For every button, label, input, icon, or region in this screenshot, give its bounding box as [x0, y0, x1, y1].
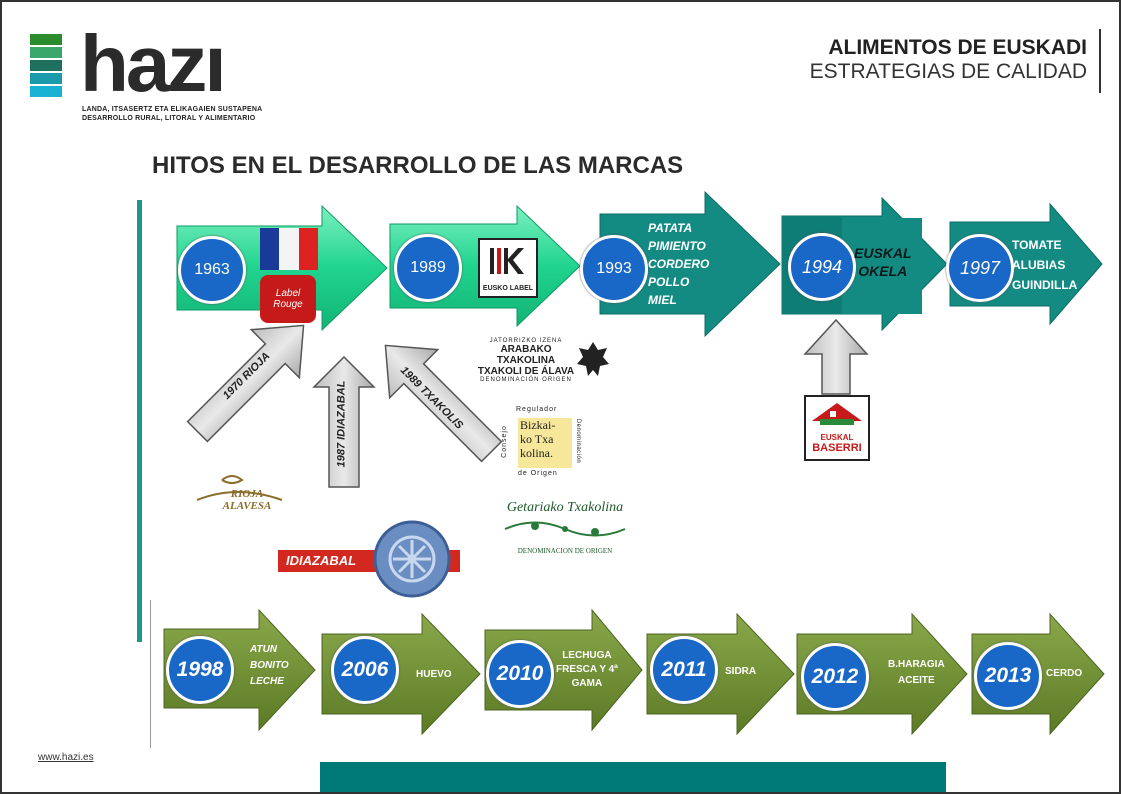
header-line-2: ESTRATEGIAS DE CALIDAD: [809, 60, 1087, 83]
year-circle: 2012: [801, 643, 869, 711]
farmhouse-icon: [812, 403, 862, 425]
product-label: HUEVO: [416, 669, 452, 680]
up-arrow-idiazabal: [312, 355, 376, 488]
footer-bar: [320, 762, 946, 792]
product-label: CORDERO: [648, 257, 710, 271]
araba-text-2: ARABAKO TXAKOLINA: [496, 344, 556, 366]
logo-stripe: [30, 34, 62, 45]
logo-subtitle-es: DESARROLLO RURAL, LITORAL Y ALIMENTARIO: [82, 115, 256, 122]
eusko-label-text: EUSKO LABEL: [482, 285, 534, 292]
eusko-label-logo: EUSKO LABEL: [478, 238, 538, 298]
product-label: GUINDILLA: [1012, 278, 1078, 292]
idiazabal-arrow-label: 1987 IDIAZABAL: [335, 380, 348, 468]
idiazabal-text: IDIAZABAL: [286, 553, 357, 568]
product-label: SIDRA: [725, 666, 757, 677]
arrow-1993: [599, 190, 781, 338]
product-label: TOMATE: [1012, 238, 1062, 252]
rioja-alavesa-icon: [196, 475, 283, 501]
product-label: CERDO: [1046, 668, 1083, 679]
logo-stripe: [30, 60, 62, 71]
rioja-alavesa-text: RIOJA ALAVESA: [222, 488, 272, 512]
product-label: OKELA: [858, 263, 908, 279]
timeline-vertical-line: [150, 600, 151, 748]
product-labels-2013: CERDO: [1046, 666, 1082, 682]
year-circle: 1997: [946, 234, 1014, 302]
logo-subtitle-eu: LANDA, ITSASERTZ ETA ELIKAGAIEN SUSTAPEN…: [82, 106, 263, 113]
year-circle: 2013: [974, 642, 1042, 710]
product-label: ACEITE: [898, 675, 935, 686]
bizkai-text-main: Bizkai- ko Txa kolina.: [518, 418, 572, 468]
bizkai-text-right: Denominación: [575, 418, 582, 464]
grape-leaf-icon: [577, 342, 609, 376]
footer-link[interactable]: www.hazi.es: [38, 752, 94, 763]
getariako-txakolina-logo: Getariako Txakolina DENOMINACION DE ORIG…: [498, 500, 632, 555]
logo-wordmark: hazı: [80, 19, 227, 108]
year-circle: 1993: [580, 235, 648, 303]
logo-stripe: [30, 86, 62, 97]
bizkaiko-txakolina-logo: Regulador Consejo Denominación Bizkai- k…: [500, 406, 586, 482]
year-circle: 1998: [166, 636, 234, 704]
up-arrow-baserri: [803, 318, 869, 395]
logo-stripe: [30, 47, 62, 58]
product-label: PIMIENTO: [648, 239, 706, 253]
up-arrow-rioja: [186, 324, 305, 443]
vine-icon: [504, 521, 626, 537]
logo-stripe: [30, 73, 62, 84]
product-label: MIEL: [648, 293, 677, 307]
baserri-text-1: EUSKAL: [820, 433, 854, 442]
eusko-label-icon: [490, 248, 524, 274]
product-labels-2006: HUEVO: [416, 667, 452, 683]
getaria-text-1: Getariako Txakolina: [506, 500, 624, 515]
getaria-text-2: DENOMINACION DE ORIGEN: [517, 547, 613, 555]
product-label: ALUBIAS: [1012, 258, 1066, 272]
product-labels-1998: ATUN BONITO LECHE: [250, 642, 289, 690]
bizkai-text-left: Consejo: [500, 425, 508, 458]
product-labels-2010: LECHUGA FRESCA Y 4ª GAMA: [556, 649, 618, 691]
product-label: B.HARAGIA: [888, 659, 945, 670]
idiazabal-seal-icon: [373, 520, 451, 598]
product-label: FRESCA Y 4ª: [556, 664, 618, 675]
product-label: ATUN: [250, 644, 278, 655]
page-title: HITOS EN EL DESARROLLO DE LAS MARCAS: [152, 152, 684, 179]
product-label: GAMA: [571, 678, 603, 689]
year-circle: 1963: [178, 236, 246, 304]
baserri-text-2: BASERRI: [812, 442, 862, 454]
araba-text-3: TXAKOLI DE ÁLAVA: [477, 366, 575, 377]
product-label: LECHUGA: [562, 650, 612, 661]
label-rouge-logo: Label Rouge: [260, 275, 316, 323]
header-line-1: ALIMENTOS DE EUSKADI: [828, 36, 1087, 59]
year-circle: 2006: [331, 636, 399, 704]
product-label: EUSKAL: [854, 245, 912, 261]
rioja-alavesa-logo: RIOJA ALAVESA: [192, 472, 287, 514]
product-label: LECHE: [250, 676, 284, 687]
year-circle: 1994: [788, 233, 856, 301]
product-labels-2012: B.HARAGIA ACEITE: [888, 657, 945, 689]
year-circle: 1989: [394, 234, 462, 302]
araba-text-1: JATORRIZKO IZENA: [489, 338, 563, 344]
product-labels-1993: PATATA PIMIENTO CORDERO POLLO MIEL: [648, 219, 709, 309]
product-labels-1994: EUSKAL OKELA: [854, 244, 912, 280]
year-circle: 2010: [486, 640, 554, 708]
product-label: POLLO: [648, 275, 690, 289]
header-divider: [1099, 29, 1101, 93]
product-label: BONITO: [250, 660, 289, 671]
product-labels-1997: TOMATE ALUBIAS GUINDILLA: [1012, 235, 1077, 295]
year-circle: 2011: [650, 636, 718, 704]
bizkai-text-bottom: de Origen: [518, 470, 558, 477]
araba-text-4: DENOMINACIÓN ORIGEN: [480, 377, 572, 383]
product-labels-2011: SIDRA: [725, 664, 756, 680]
timeline-vertical-bar: [137, 200, 142, 642]
france-flag-icon: [260, 228, 318, 270]
product-label: PATATA: [648, 221, 693, 235]
bizkai-text-top: Regulador: [516, 406, 558, 413]
euskal-baserri-logo: EUSKAL BASERRI: [804, 395, 870, 461]
arabako-txakolina-logo: JATORRIZKO IZENA ARABAKO TXAKOLINA TXAKO…: [476, 338, 576, 383]
up-arrow-txakolis: [384, 344, 503, 463]
